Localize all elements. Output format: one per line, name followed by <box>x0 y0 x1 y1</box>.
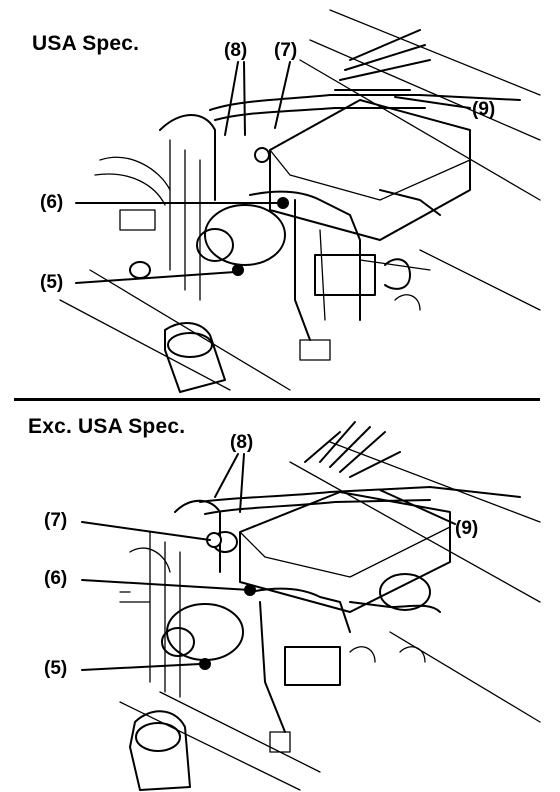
outlet-pipe <box>129 710 191 791</box>
leader-8a <box>214 453 239 498</box>
callout-7: (7) <box>44 510 68 531</box>
leader-5 <box>81 663 201 671</box>
leader-7 <box>274 61 291 129</box>
leader-9 <box>394 96 471 109</box>
canister <box>314 254 376 296</box>
usa-engine-drawing <box>59 9 541 393</box>
leader-5 <box>75 271 236 284</box>
callout-8: (8) <box>230 432 254 453</box>
canister <box>284 646 341 686</box>
exc-usa-spec-panel: Exc. USA Spec. (8) (7) (9) (6) (5) <box>0 402 560 792</box>
harness-bundle <box>334 29 431 91</box>
callout-5: (5) <box>44 658 68 679</box>
throttle-body <box>204 204 286 266</box>
hose-left <box>174 499 221 573</box>
outlet-pipe <box>164 322 226 393</box>
callout-5: (5) <box>40 272 64 293</box>
harness-bundle <box>304 421 401 478</box>
callout-6: (6) <box>40 192 64 213</box>
usa-spec-panel: USA Spec. (8) (7) (9) (6) (5) <box>32 9 541 393</box>
leader-8b <box>243 61 246 136</box>
callout-9: (9) <box>472 99 496 120</box>
hose-left <box>159 114 216 201</box>
leader-8b <box>239 453 245 513</box>
leader-7 <box>81 521 211 541</box>
leader-9 <box>379 489 456 525</box>
exc-usa-engine-drawing <box>81 421 541 791</box>
callout-7: (7) <box>274 40 298 61</box>
leader-6 <box>81 579 251 591</box>
intake-box <box>239 491 451 613</box>
callout-8: (8) <box>224 40 248 61</box>
panel-heading: Exc. USA Spec. <box>28 415 186 438</box>
panel-divider <box>14 398 540 401</box>
leader-8a <box>224 61 239 136</box>
intake-box <box>269 99 471 241</box>
callout-9: (9) <box>455 518 479 539</box>
callout-6: (6) <box>44 568 68 589</box>
panel-heading: USA Spec. <box>32 32 140 55</box>
throttle-body <box>166 603 244 661</box>
